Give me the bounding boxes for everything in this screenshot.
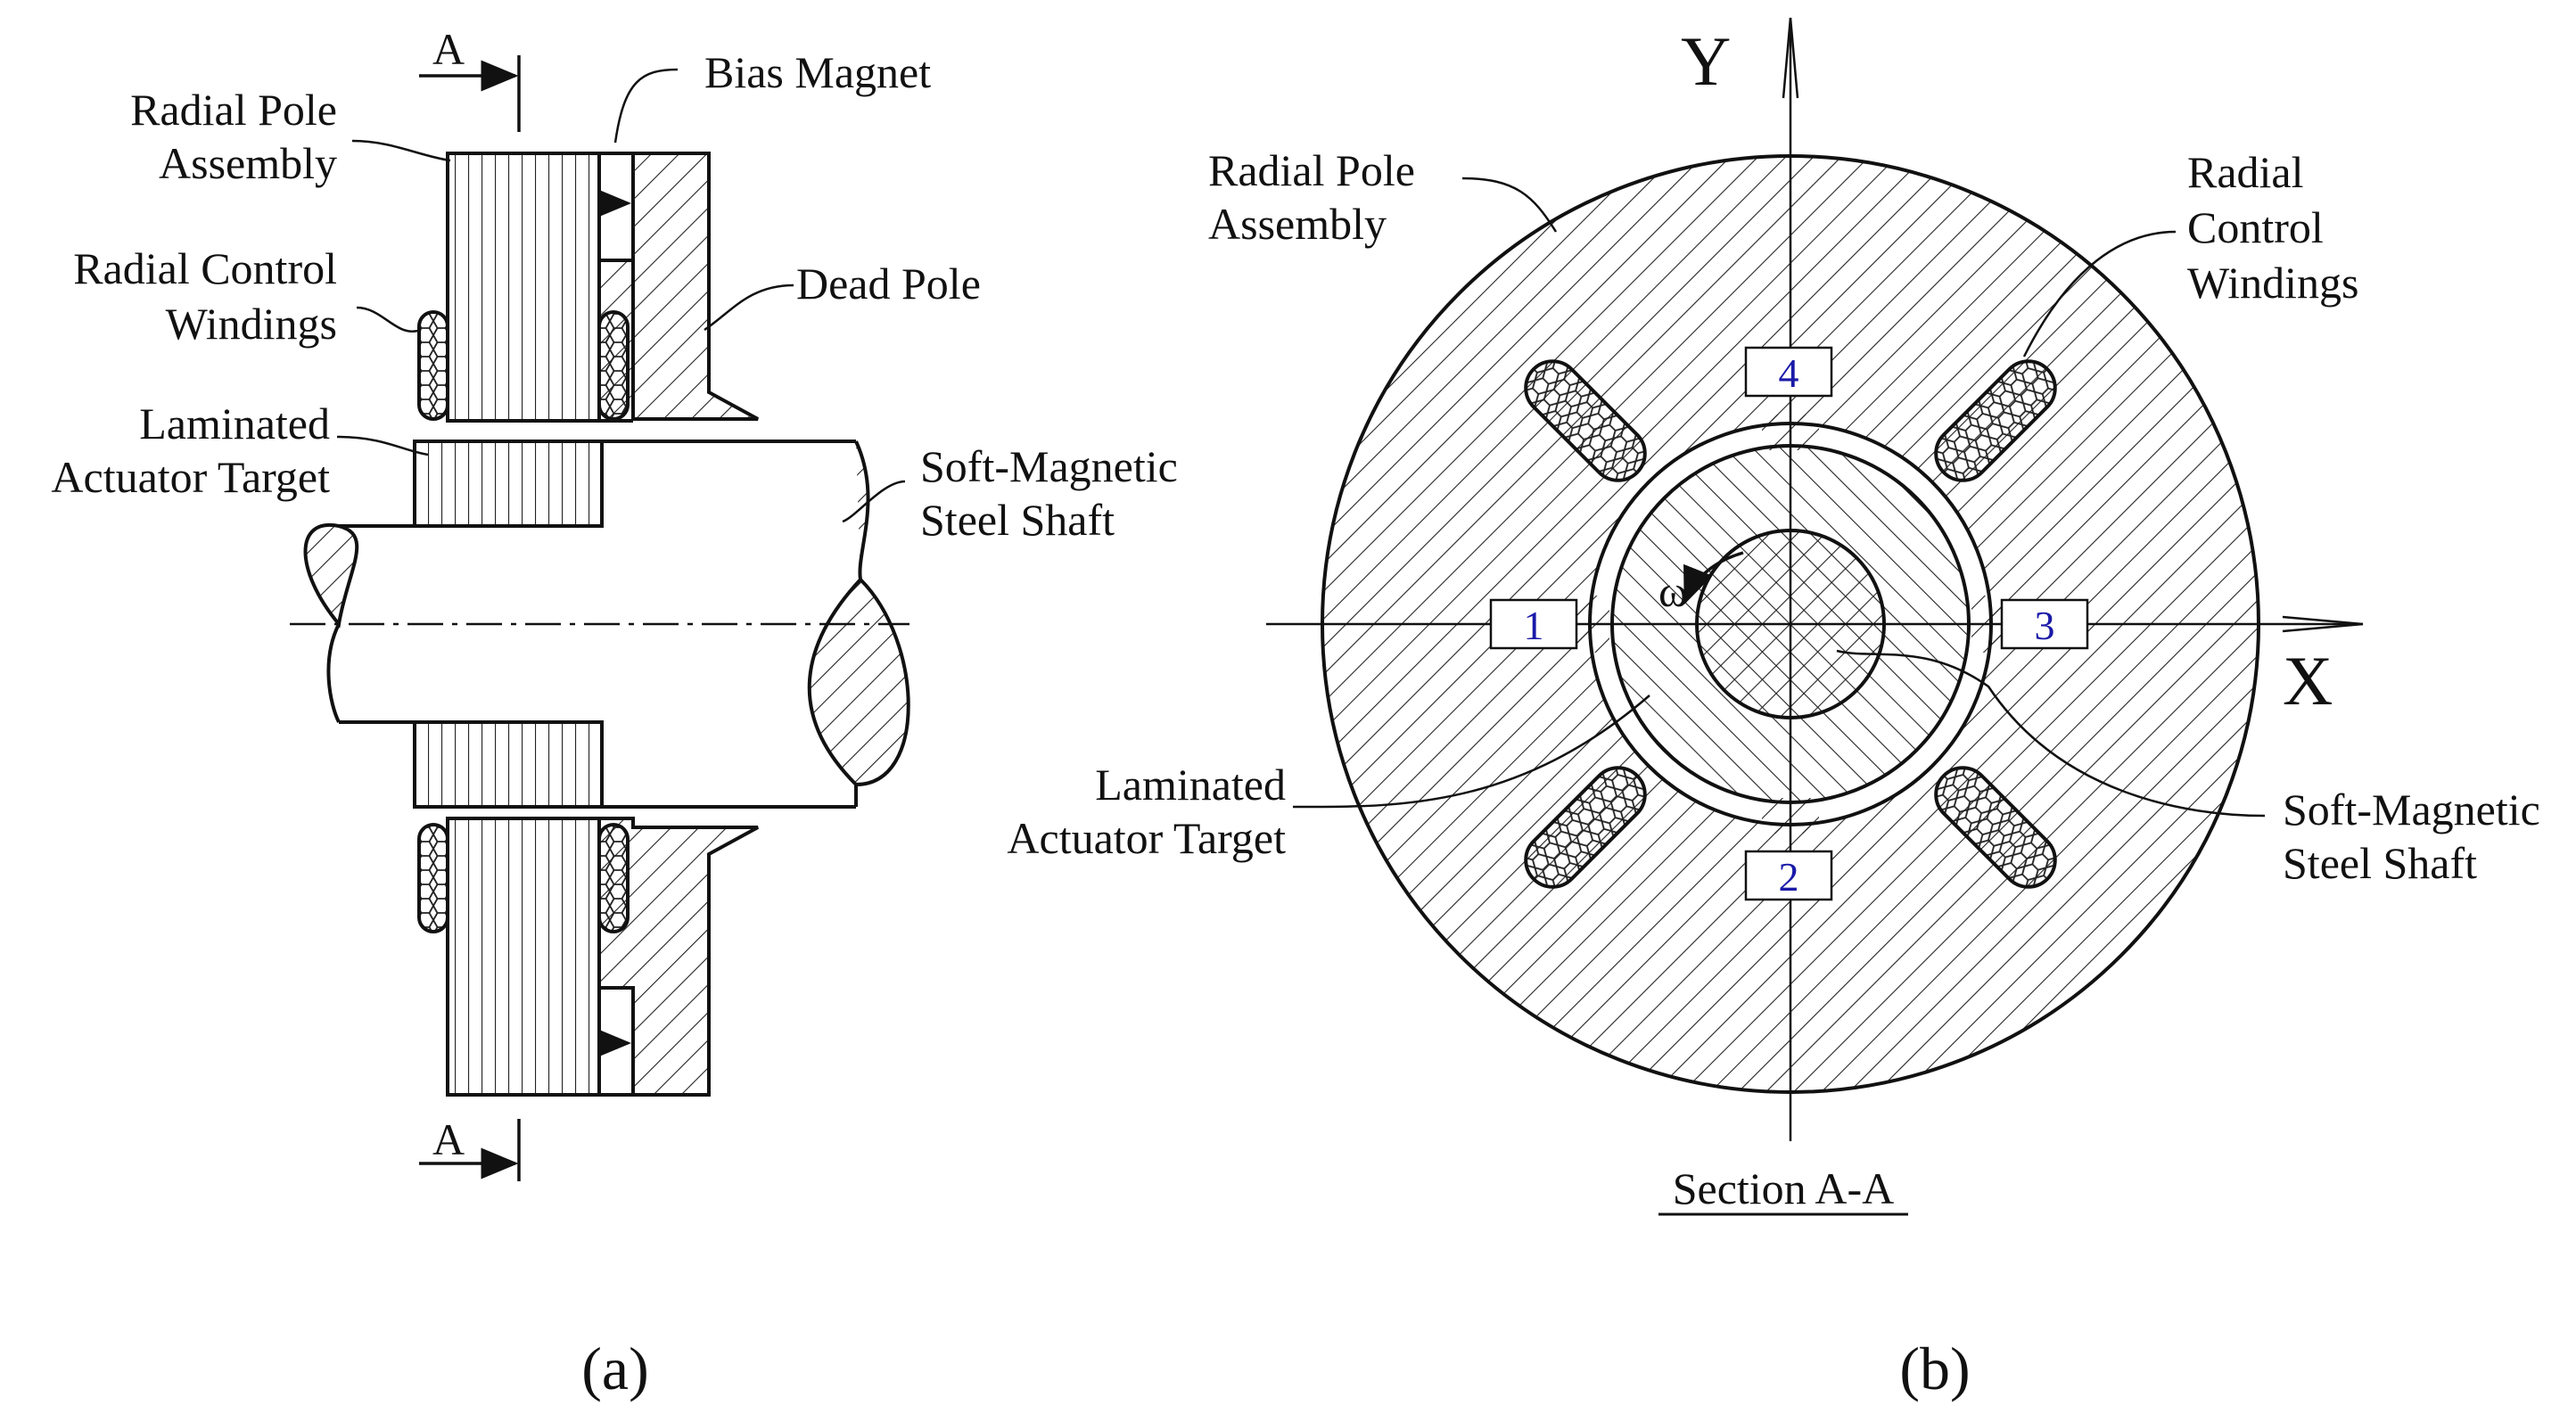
section-letter-top: A	[432, 24, 465, 74]
leaders-a	[336, 68, 906, 523]
label-shaft-a1: Soft-Magnetic	[920, 441, 1178, 491]
label-radial-control-b2: Control	[2187, 202, 2324, 252]
leaders-b	[1292, 177, 2266, 818]
section-marker-bottom	[419, 1119, 521, 1181]
control-winding-top	[417, 310, 449, 421]
label-radial-pole-assembly-b1: Radial Pole	[1208, 145, 1415, 195]
rotation-arrow	[1683, 551, 1744, 605]
axis-y-label: Y	[1681, 22, 1731, 100]
label-laminated-target-b1: Laminated	[1095, 760, 1286, 810]
radial-pole-stack-bottom	[446, 817, 601, 1097]
pole-number-4: 4	[1779, 350, 1799, 396]
winding-nw	[1524, 359, 1647, 482]
winding-se	[1934, 766, 2057, 889]
caption-b: (b)	[1899, 1335, 1970, 1402]
label-dead-pole: Dead Pole	[796, 259, 981, 308]
control-winding-bottom	[417, 823, 449, 933]
label-radial-pole-assembly-a2: Assembly	[159, 138, 337, 188]
actuator-target-bottom	[413, 720, 604, 809]
pole-number-1: 1	[1524, 603, 1544, 648]
control-winding-top-inner	[597, 310, 630, 421]
dead-pole-bottom	[597, 817, 759, 1097]
pole-number-boxes	[1489, 346, 2089, 901]
label-laminated-target-a2: Actuator Target	[51, 452, 330, 502]
caption-a: (a)	[581, 1335, 648, 1402]
shaft-outline	[339, 440, 856, 809]
label-radial-control-windings-a2: Windings	[166, 299, 337, 349]
winding-ne	[1934, 359, 2057, 482]
label-radial-control-b1: Radial	[2187, 147, 2304, 197]
label-shaft-b2: Steel Shaft	[2283, 838, 2477, 888]
label-radial-pole-assembly-b2: Assembly	[1208, 199, 1387, 249]
label-shaft-b1: Soft-Magnetic	[2283, 785, 2540, 834]
bias-magnet-bottom	[597, 986, 635, 1097]
axes-b	[1266, 17, 2364, 1141]
pole-number-2: 2	[1779, 854, 1799, 900]
actuator-target-top	[413, 440, 604, 528]
section-marker-top	[419, 55, 521, 132]
figure-a-cross-section	[303, 152, 910, 1097]
label-laminated-target-a1: Laminated	[139, 399, 330, 448]
control-windings-b	[1524, 359, 2057, 889]
section-letter-bottom: A	[432, 1114, 465, 1164]
label-shaft-a2: Steel Shaft	[920, 495, 1115, 545]
label-radial-control-windings-a1: Radial Control	[73, 243, 337, 293]
omega-label: ω	[1658, 566, 1688, 616]
label-radial-pole-assembly-a1: Radial Pole	[130, 85, 337, 135]
section-title: Section A-A	[1673, 1163, 1895, 1213]
axis-x-label: X	[2283, 642, 2333, 719]
label-radial-control-b3: Windings	[2187, 258, 2358, 308]
label-laminated-target-b2: Actuator Target	[1007, 813, 1286, 863]
shaft-break-left	[303, 522, 359, 629]
bias-magnet-top	[597, 152, 635, 262]
radial-pole-stack-top	[446, 152, 601, 423]
shaft-break-right	[807, 440, 910, 787]
winding-sw	[1524, 766, 1647, 889]
control-winding-bottom-inner	[597, 823, 630, 933]
label-bias-magnet: Bias Magnet	[704, 47, 931, 97]
pole-number-3: 3	[2035, 603, 2055, 648]
